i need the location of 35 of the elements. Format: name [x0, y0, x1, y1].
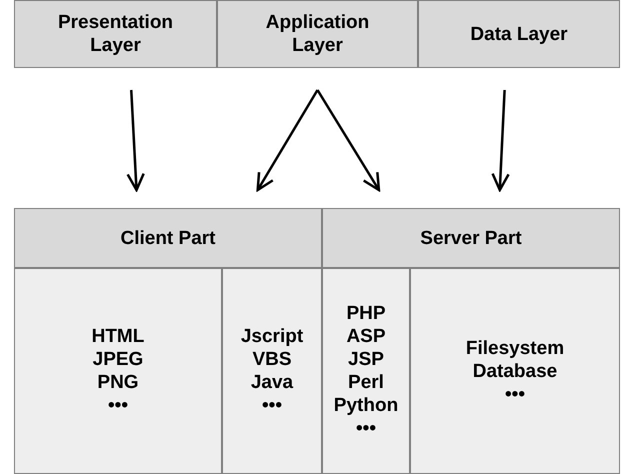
list-item: PHP	[346, 302, 386, 325]
header-box	[418, 0, 620, 68]
list-item: •••	[262, 394, 282, 417]
header-box	[217, 0, 418, 68]
list-item: Database	[472, 360, 558, 382]
list-item: HTML	[92, 325, 144, 348]
table-cell	[322, 268, 410, 474]
list-item: Perl	[348, 371, 384, 394]
table-cell	[410, 268, 620, 474]
arrow	[491, 90, 510, 192]
list-item: Java	[250, 371, 294, 394]
list-item: ASP	[346, 325, 386, 348]
heading: Data Layer	[469, 22, 569, 46]
heading: Server Part	[419, 226, 523, 250]
list-item: Filesystem	[466, 336, 564, 360]
list-item: Jscript	[240, 325, 304, 348]
list-item: Python	[334, 394, 398, 417]
list-item: •••	[505, 382, 525, 406]
header-box	[14, 208, 322, 268]
list-item: JPEG	[92, 348, 144, 371]
table-cell	[14, 268, 222, 474]
heading: Presentation Layer	[56, 11, 174, 57]
list-item: VBS	[252, 348, 292, 371]
arrow	[316, 89, 380, 192]
heading: Client Part	[119, 226, 217, 250]
list-item: •••	[108, 394, 128, 417]
heading: Application Layer	[264, 11, 370, 57]
header-box	[322, 208, 620, 268]
list-item: PNG	[97, 371, 139, 394]
header-box	[14, 0, 217, 68]
table-cell	[222, 268, 322, 474]
arrow	[256, 89, 319, 192]
arrow	[126, 90, 145, 192]
list-item: •••	[356, 417, 376, 440]
list-item: JSP	[348, 348, 384, 371]
